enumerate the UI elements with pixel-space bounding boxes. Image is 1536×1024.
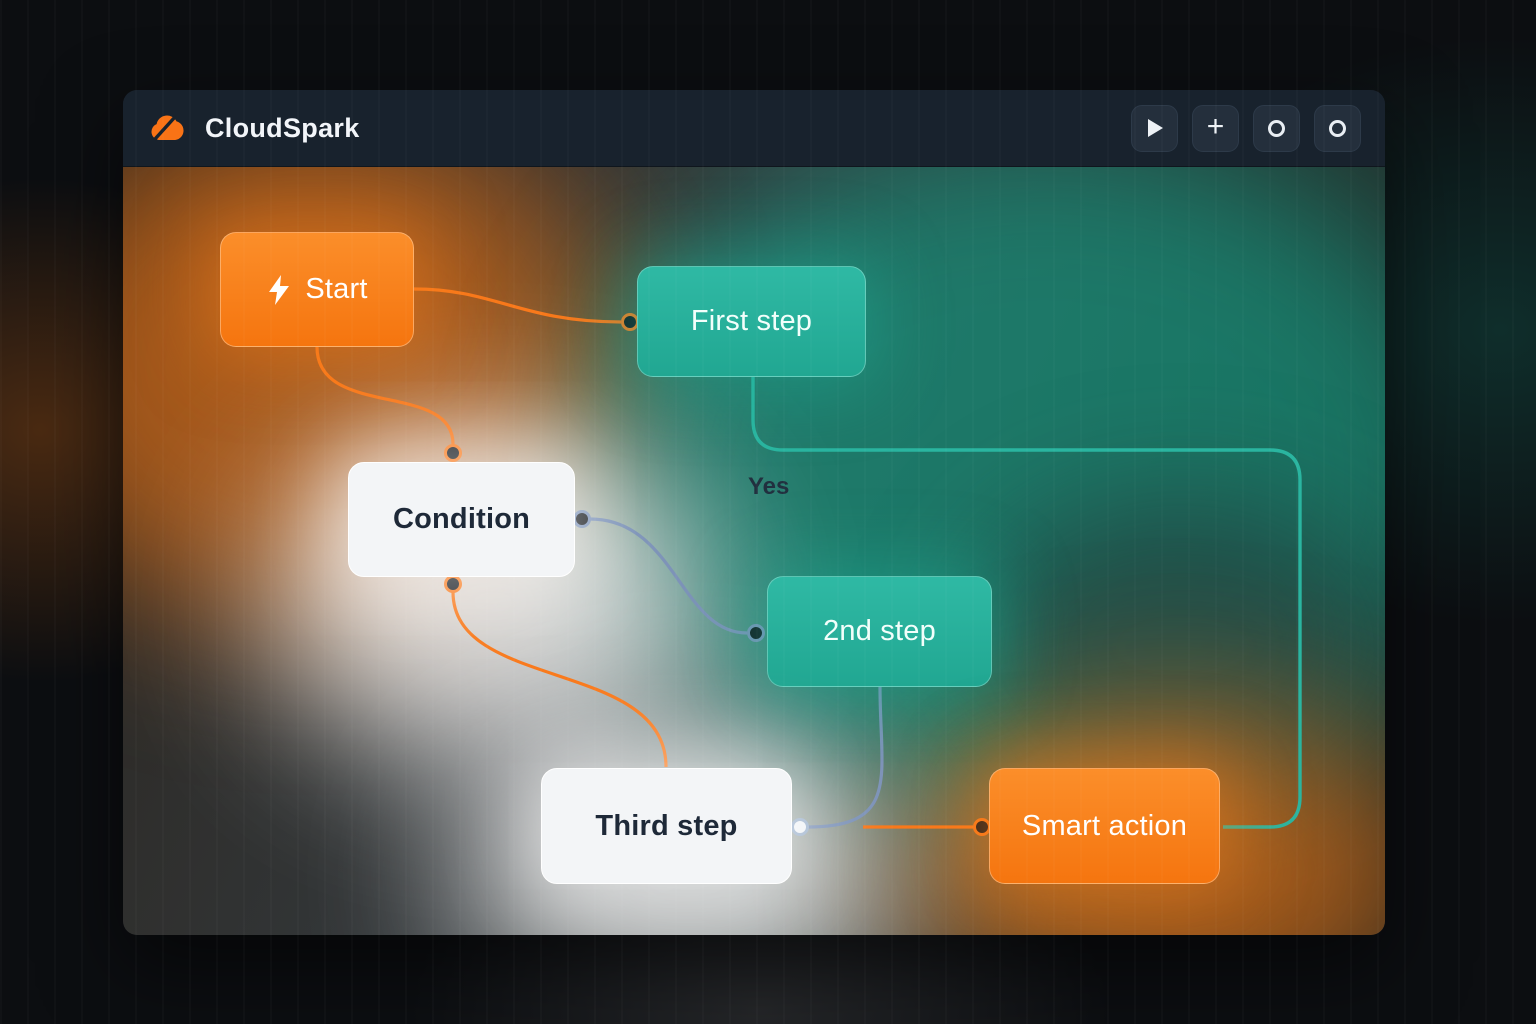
node-condition[interactable]: Condition bbox=[348, 462, 575, 577]
circle-icon bbox=[1329, 119, 1346, 137]
app-title: CloudSpark bbox=[205, 112, 360, 143]
node-second-step[interactable]: 2nd step bbox=[767, 576, 992, 687]
connector-smartaction-in[interactable] bbox=[973, 818, 991, 836]
node-label: Condition bbox=[392, 503, 531, 535]
run-button[interactable] bbox=[1131, 104, 1178, 152]
node-label: 2nd step bbox=[823, 615, 936, 647]
connector-condition-in[interactable] bbox=[444, 444, 462, 462]
bolt-icon bbox=[269, 274, 290, 305]
node-first-step[interactable]: First step bbox=[637, 266, 866, 377]
plus-icon: + bbox=[1206, 110, 1225, 143]
app-window: CloudSpark + bbox=[123, 90, 1385, 935]
node-label: First step bbox=[690, 305, 813, 337]
node-label: Third step bbox=[595, 809, 738, 842]
node-smart-action[interactable]: Smart action bbox=[989, 768, 1220, 884]
edge-start-firststep[interactable] bbox=[413, 287, 622, 324]
workflow-canvas[interactable]: Start First step Condition 2nd step Thir… bbox=[123, 167, 1385, 935]
top-bar: CloudSpark + bbox=[123, 90, 1385, 167]
node-label: Smart action bbox=[1021, 809, 1188, 842]
toggle-button-2[interactable] bbox=[1314, 104, 1361, 152]
edges-layer bbox=[315, 287, 1302, 836]
node-label: Start bbox=[305, 273, 368, 305]
node-third-step[interactable]: Third step bbox=[541, 768, 792, 884]
connector-condition-out-bottom[interactable] bbox=[444, 575, 462, 593]
toggle-button-1[interactable] bbox=[1253, 104, 1300, 152]
edge-condition-secondstep[interactable] bbox=[589, 517, 748, 635]
connector-firststep-in[interactable] bbox=[621, 313, 639, 331]
edge-firststep-smartaction[interactable] bbox=[751, 377, 1302, 829]
edge-start-condition[interactable] bbox=[315, 346, 455, 445]
edge-condition-thirdstep[interactable] bbox=[451, 591, 668, 768]
play-icon bbox=[1147, 119, 1163, 137]
connector-thirdstep-out[interactable] bbox=[791, 818, 809, 836]
circle-icon bbox=[1268, 119, 1285, 137]
edge-label-yes: Yes bbox=[748, 473, 790, 500]
cloudspark-logo-icon bbox=[151, 115, 184, 141]
add-button[interactable]: + bbox=[1192, 104, 1239, 152]
edge-secondstep-thirdstep[interactable] bbox=[807, 686, 884, 829]
connector-condition-out-right[interactable] bbox=[573, 510, 591, 528]
node-start[interactable]: Start bbox=[220, 232, 414, 347]
connector-secondstep-in[interactable] bbox=[747, 624, 765, 642]
